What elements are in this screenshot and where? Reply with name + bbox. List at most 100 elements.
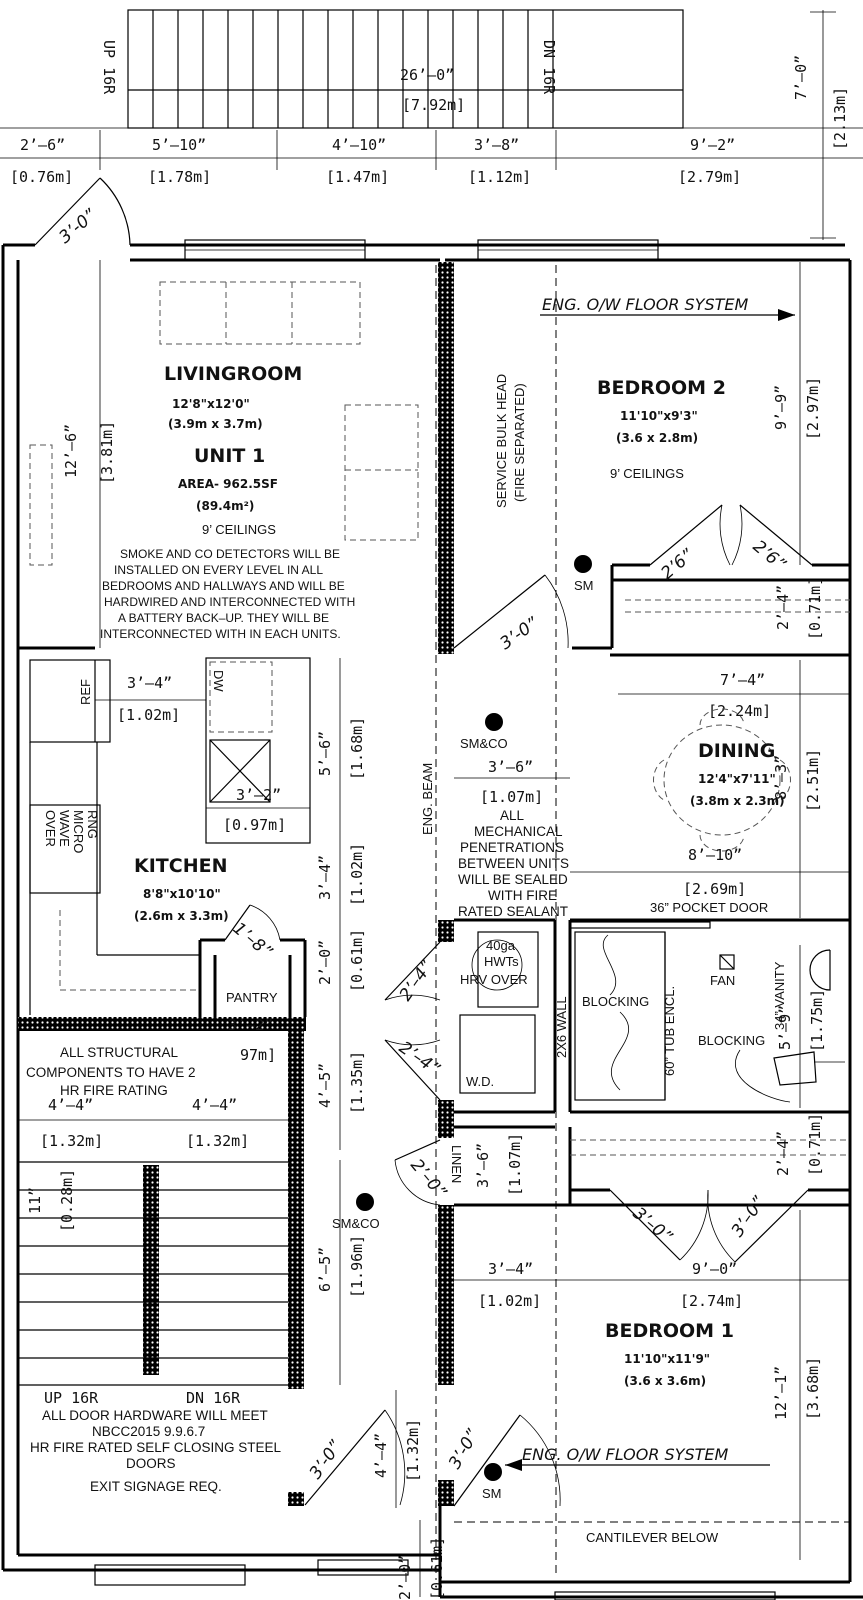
kitchen-rng2: MICRO xyxy=(71,810,86,853)
living-room-name: LIVINGROOM xyxy=(164,363,302,385)
exit-v1-m: [1.32m] xyxy=(404,1419,422,1482)
stair-v1-m: [1.35m] xyxy=(348,1051,366,1114)
kitchen-v3-m: [0.61m] xyxy=(348,929,366,992)
exit-note-line2: NBCC2015 9.9.6.7 xyxy=(92,1424,205,1439)
kitchen-v2: 3’–4” xyxy=(316,855,334,900)
top-stair: UP 16R DN 16R xyxy=(100,9,684,129)
stair-v2-m: [1.96m] xyxy=(348,1235,366,1298)
bedroom1-closet-door1: 3’–0” xyxy=(629,1204,676,1248)
mech-note-line: WILL BE SEALED xyxy=(458,872,568,887)
bedroom2-closet-door1: 2’6” xyxy=(657,545,697,583)
stair-rise: 11” xyxy=(26,1187,44,1214)
hwt-line1: 40ga xyxy=(486,938,516,953)
bedroom2-name: BEDROOM 2 xyxy=(597,377,726,399)
dining-w2-m: [2.69m] xyxy=(683,880,746,898)
bath-fan: FAN xyxy=(710,973,735,988)
bath-blocking1: BLOCKING xyxy=(582,994,649,1009)
kitchen-w1-m: [1.02m] xyxy=(117,706,180,724)
bedroom2-dim-v: 9’–9” xyxy=(772,385,790,430)
living-dim-v-m: [3.81m] xyxy=(98,421,116,484)
smoke-detector-bedroom1 xyxy=(484,1463,502,1481)
stair-v1: 4’–5” xyxy=(316,1063,334,1108)
dim-5: 9’–2” xyxy=(690,136,735,154)
pantry-w-m: 97m] xyxy=(240,1046,276,1064)
kitchen-name: KITCHEN xyxy=(134,855,227,877)
top-dimensions: 26’–0” [7.92m] 2’–6” [0.76m] 5’–10” [1.7… xyxy=(0,10,863,240)
eng-beam-label: ENG. BEAM xyxy=(420,763,435,835)
bedroom1-w2-m: [2.74m] xyxy=(680,1292,743,1310)
stair-up-label: UP 16R xyxy=(100,40,118,95)
stair-d2: 4’–4” xyxy=(192,1096,237,1114)
bedroom1-w2: 9’–0” xyxy=(692,1260,737,1278)
bath-v-m: [1.75m] xyxy=(808,989,826,1052)
exit-note-line5: EXIT SIGNAGE REQ. xyxy=(90,1479,222,1494)
pantry-label: PANTRY xyxy=(226,990,278,1005)
fire-walls xyxy=(18,262,454,1506)
dim-1-m: [0.76m] xyxy=(10,168,73,186)
unit-name: UNIT 1 xyxy=(194,445,265,467)
smoke-note-line: HARDWIRED AND INTERCONNECTED WITH xyxy=(104,595,355,609)
hrv-label: HRV OVER xyxy=(460,972,528,987)
bath-wall: 2X6 WALL xyxy=(554,996,569,1058)
smoke-note-line: INTERCONNECTED WITH IN EACH UNITS. xyxy=(100,627,341,641)
sm-label: SM xyxy=(574,578,594,593)
kitchen-w2: 3’–2” xyxy=(236,786,281,804)
linen-label: LINEN xyxy=(449,1145,464,1183)
living-dim-v: 12’–6” xyxy=(62,424,80,478)
entry-door-label: 3’-0” xyxy=(55,205,100,247)
kitchen-size-m: (2.6m x 3.3m) xyxy=(134,909,229,923)
stair-d1: 4’–4” xyxy=(48,1096,93,1114)
bedroom1-v-m: [3.68m] xyxy=(804,1357,822,1420)
dim-1: 2’–6” xyxy=(20,136,65,154)
wd-label: W.D. xyxy=(466,1074,494,1089)
stair-d1-m: [1.32m] xyxy=(40,1132,103,1150)
exterior-walls xyxy=(1,239,863,1600)
kitchen-rng1: RNG xyxy=(85,810,100,839)
bathroom: 2X6 WALL 60” TUB ENCL. BLOCKING FAN 34” … xyxy=(554,931,845,1108)
bath-v: 5’–9” xyxy=(776,1005,794,1050)
entry-door-top: 3’-0” xyxy=(34,177,131,248)
dining-name: DINING xyxy=(698,740,775,762)
living-ceiling: 9’ CEILINGS xyxy=(202,522,276,537)
dim-2: 5’–10” xyxy=(152,136,206,154)
living-room-size-m: (3.9m x 3.7m) xyxy=(168,417,263,431)
living-room-size: 12'8"x12'0" xyxy=(172,397,250,411)
stair-lower: ALL STRUCTURAL COMPONENTS TO HAVE 2 HR F… xyxy=(18,1045,380,1385)
exit-dn: DN 16R xyxy=(186,1389,241,1407)
smoke-detector-bedroom2 xyxy=(574,555,592,573)
smco-label-2: SM&CO xyxy=(332,1216,380,1231)
sm-label-2: SM xyxy=(482,1486,502,1501)
bedroom1-size: 11'10"x11'9" xyxy=(624,1352,710,1366)
smoke-note-line: INSTALLED ON EVERY LEVEL IN ALL xyxy=(114,563,323,577)
pocket-door: 36” POCKET DOOR xyxy=(650,900,768,915)
bedroom2-closet-dim-m: [0.71m] xyxy=(806,577,824,640)
bath-vanity: 34” VANITY xyxy=(772,961,787,1030)
service-line1: SERVICE BULK HEAD xyxy=(494,374,509,508)
smoke-detector-note: SMOKE AND CO DETECTORS WILL BE INSTALLED… xyxy=(100,547,355,641)
dining-size-m: (3.8m x 2.3m) xyxy=(690,794,785,808)
mech-penetration-note: ALL MECHANICAL PENETRATIONS BETWEEN UNIT… xyxy=(458,808,569,919)
smoke-note-line: A BATTERY BACK–UP. THEY WILL BE xyxy=(118,611,329,625)
bath-tub: 60” TUB ENCL. xyxy=(662,986,677,1076)
living-room: LIVINGROOM 12'8"x12'0" (3.9m x 3.7m) UNI… xyxy=(62,260,419,648)
bedroom1-size-m: (3.6 x 3.6m) xyxy=(624,1374,706,1388)
exit-door: 3’-0” xyxy=(306,1437,347,1483)
kitchen-v1-m: [1.68m] xyxy=(348,717,366,780)
stair-v2: 6’–5” xyxy=(316,1247,334,1292)
dim-4-m: [1.12m] xyxy=(468,168,531,186)
unit-area: AREA- 962.5SF xyxy=(178,477,278,491)
structural-note-line3: HR FIRE RATING xyxy=(60,1083,168,1098)
exit-up: UP 16R xyxy=(44,1389,99,1407)
dim-overall: 26’–0” xyxy=(400,66,454,84)
kitchen-v1: 5’–6” xyxy=(316,731,334,776)
dining-w: 7’–4” xyxy=(720,671,765,689)
dim-right: 7’–0” xyxy=(792,55,810,100)
stair-rise-m: [0.28m] xyxy=(58,1169,76,1232)
service-line2: (FIRE SEPARATED) xyxy=(512,383,527,502)
bedroom1-w1: 3’–4” xyxy=(488,1260,533,1278)
kitchen-size: 8'8"x10'10" xyxy=(143,887,221,901)
structural-note-line2: COMPONENTS TO HAVE 2 xyxy=(26,1065,196,1080)
exit-area: UP 16R DN 16R ALL DOOR HARDWARE WILL MEE… xyxy=(18,1384,446,1600)
bedroom2-ceiling: 9’ CEILINGS xyxy=(610,466,684,481)
